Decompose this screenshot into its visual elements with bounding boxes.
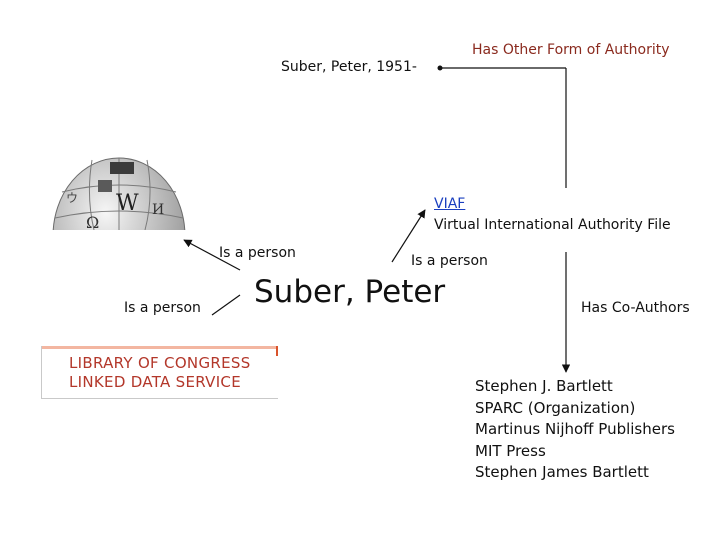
- co-authors-list: Stephen J. Bartlett SPARC (Organization)…: [475, 376, 675, 484]
- loc-logo-bar: [42, 346, 278, 349]
- list-item: Stephen James Bartlett: [475, 463, 649, 482]
- list-item: SPARC (Organization): [475, 398, 636, 417]
- loc-logo-line2: LINKED DATA SERVICE: [69, 373, 241, 391]
- svg-text:ウ: ウ: [66, 191, 78, 205]
- viaf-link[interactable]: VIAF: [434, 196, 466, 212]
- wiki-relation-label: Is a person: [219, 245, 296, 261]
- co-authors-label: Has Co-Authors: [581, 300, 690, 316]
- list-item: Martinus Nijhoff Publishers: [475, 420, 675, 439]
- edge-center-to-viaf: [391, 209, 426, 263]
- other-form-label: Has Other Form of Authority: [472, 42, 670, 58]
- wikipedia-globe-icon[interactable]: W Ω И ウ: [52, 152, 186, 230]
- edge-center-to-loc: [211, 294, 241, 316]
- library-of-congress-logo[interactable]: LIBRARY OF CONGRESS LINKED DATA SERVICE: [41, 346, 278, 399]
- viaf-relation-label: Is a person: [411, 253, 488, 269]
- center-node-title: Suber, Peter: [254, 274, 446, 310]
- svg-text:W: W: [116, 191, 139, 216]
- svg-text:И: И: [152, 202, 164, 218]
- loc-relation-label: Is a person: [124, 300, 201, 316]
- loc-logo-line1: LIBRARY OF CONGRESS: [69, 354, 251, 372]
- list-item: MIT Press: [475, 441, 546, 460]
- authority-heading-label: Suber, Peter, 1951-: [281, 59, 417, 75]
- heading-node-dot: [437, 65, 443, 71]
- list-item: Stephen J. Bartlett: [475, 377, 613, 395]
- loc-logo-accent: [276, 346, 278, 356]
- edge-center-to-wiki: [183, 239, 241, 271]
- viaf-full-name: Virtual International Authority File: [434, 217, 671, 233]
- svg-text:Ω: Ω: [86, 213, 99, 230]
